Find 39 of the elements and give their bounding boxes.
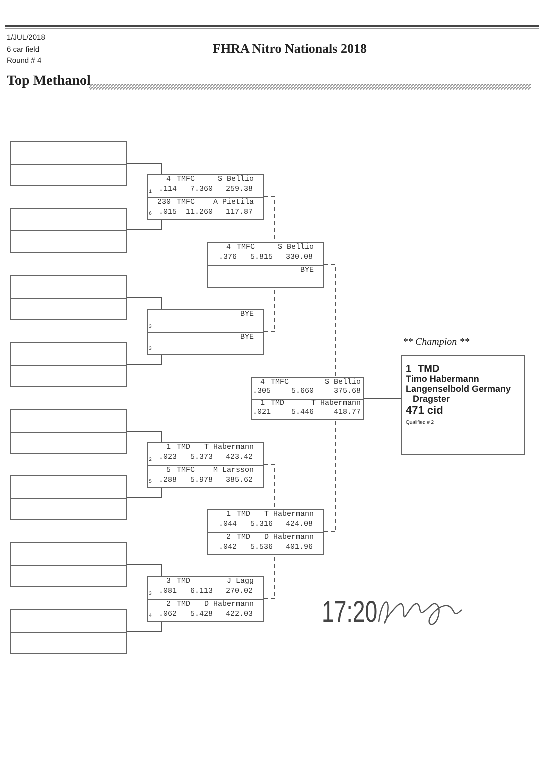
match-box	[207, 242, 324, 288]
match-box	[147, 576, 264, 622]
event-title: FHRA Nitro Nationals 2018	[213, 41, 367, 56]
handwritten-time: 17:20	[322, 596, 378, 630]
champion-heading: ** Champion **	[403, 337, 470, 349]
bracket-line	[126, 622, 162, 632]
hometown: Langenselbold Germany	[406, 383, 512, 395]
bracket-line	[126, 220, 162, 230]
bracket-line	[126, 431, 162, 442]
bracket-line	[126, 297, 162, 310]
match-box	[207, 509, 324, 555]
engine-size: 471 cid	[406, 404, 444, 418]
car-type: Dragster	[413, 394, 450, 405]
match-box	[147, 174, 264, 220]
empty-entry-box	[10, 208, 127, 252]
bracket-line	[364, 398, 402, 399]
bracket-line	[126, 163, 162, 174]
bracket-line	[324, 264, 336, 378]
bracket-line	[324, 420, 336, 532]
driver-name: Timo Habermann	[406, 373, 480, 385]
bracket-line	[126, 354, 162, 365]
match-box	[147, 442, 264, 488]
car-number: 1	[406, 364, 412, 376]
class-heading: Top Methanol	[7, 74, 91, 90]
empty-entry-box	[10, 609, 127, 654]
bracket-line	[126, 564, 162, 576]
empty-entry-box	[10, 342, 127, 387]
bracket-line	[264, 288, 276, 332]
bracket-line	[264, 464, 276, 510]
bracket-line	[126, 488, 162, 498]
empty-entry-box	[10, 141, 127, 186]
empty-entry-box	[10, 475, 127, 520]
empty-entry-box	[10, 275, 127, 320]
match-box	[147, 309, 264, 355]
match-box	[251, 377, 364, 420]
class-code: TMD	[418, 364, 440, 376]
empty-entry-box	[10, 409, 127, 454]
empty-entry-box	[10, 542, 127, 587]
bracket-line	[264, 554, 276, 600]
